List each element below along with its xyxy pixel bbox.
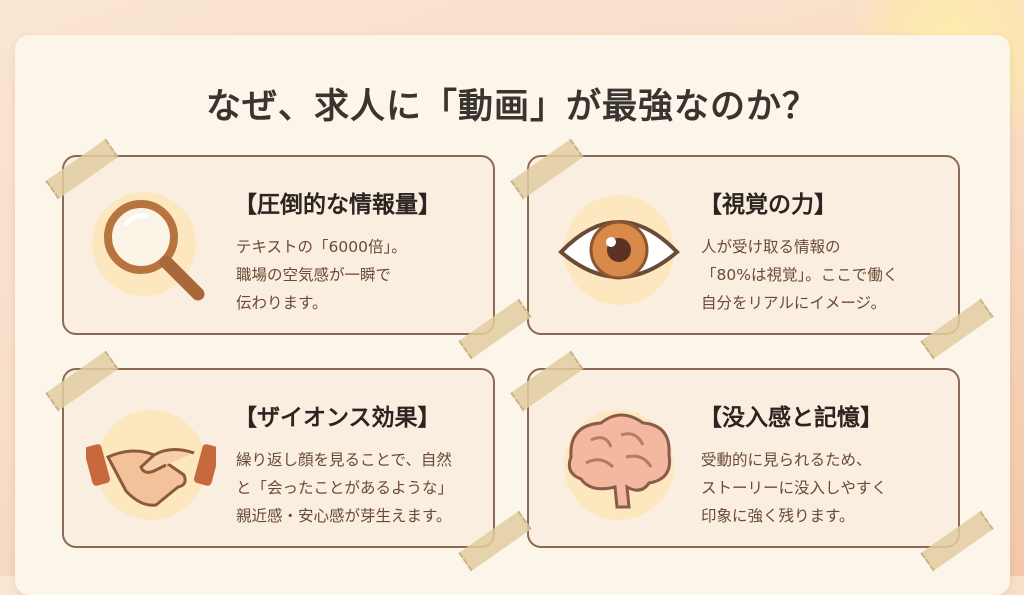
card-heading: 【視覚の力】 <box>699 192 837 218</box>
card-body: テキストの「6000倍」。 職場の空気感が一瞬で 伝わります。 <box>236 238 407 312</box>
card-heading: 【ザイオンス効果】 <box>234 405 441 431</box>
magnifier-icon <box>92 192 205 301</box>
card-visual-power: 【視覚の力】 人が受け取る情報の 「80%は視覚」。ここで働く 自分をリアルにイ… <box>527 155 960 335</box>
card-information-volume: 【圧倒的な情報量】 テキストの「6000倍」。 職場の空気感が一瞬で 伝わります… <box>62 155 495 335</box>
card-body: 人が受け取る情報の 「80%は視覚」。ここで働く 自分をリアルにイメージ。 <box>701 238 899 312</box>
card-body: 繰り返し顔を見ることで、自然 と「会ったことがあるような」 親近感・安心感が芽生… <box>236 451 454 525</box>
page-title: なぜ、求人に「動画」が最強なのか？ <box>205 87 818 127</box>
card-heading: 【没入感と記憶】 <box>699 405 883 431</box>
card-immersion-memory: 【没入感と記憶】 受動的に見られるため、 ストーリーに没入しやすく 印象に強く残… <box>527 368 960 548</box>
handshake-icon <box>86 410 216 520</box>
card-heading: 【圧倒的な情報量】 <box>234 192 441 218</box>
eye-icon <box>558 195 680 305</box>
card-body: 受動的に見られるため、 ストーリーに没入しやすく 印象に強く残ります。 <box>701 451 887 525</box>
card-zajonc-effect: 【ザイオンス効果】 繰り返し顔を見ることで、自然 と「会ったことがあるような」 … <box>62 368 495 548</box>
brain-icon <box>564 410 674 520</box>
